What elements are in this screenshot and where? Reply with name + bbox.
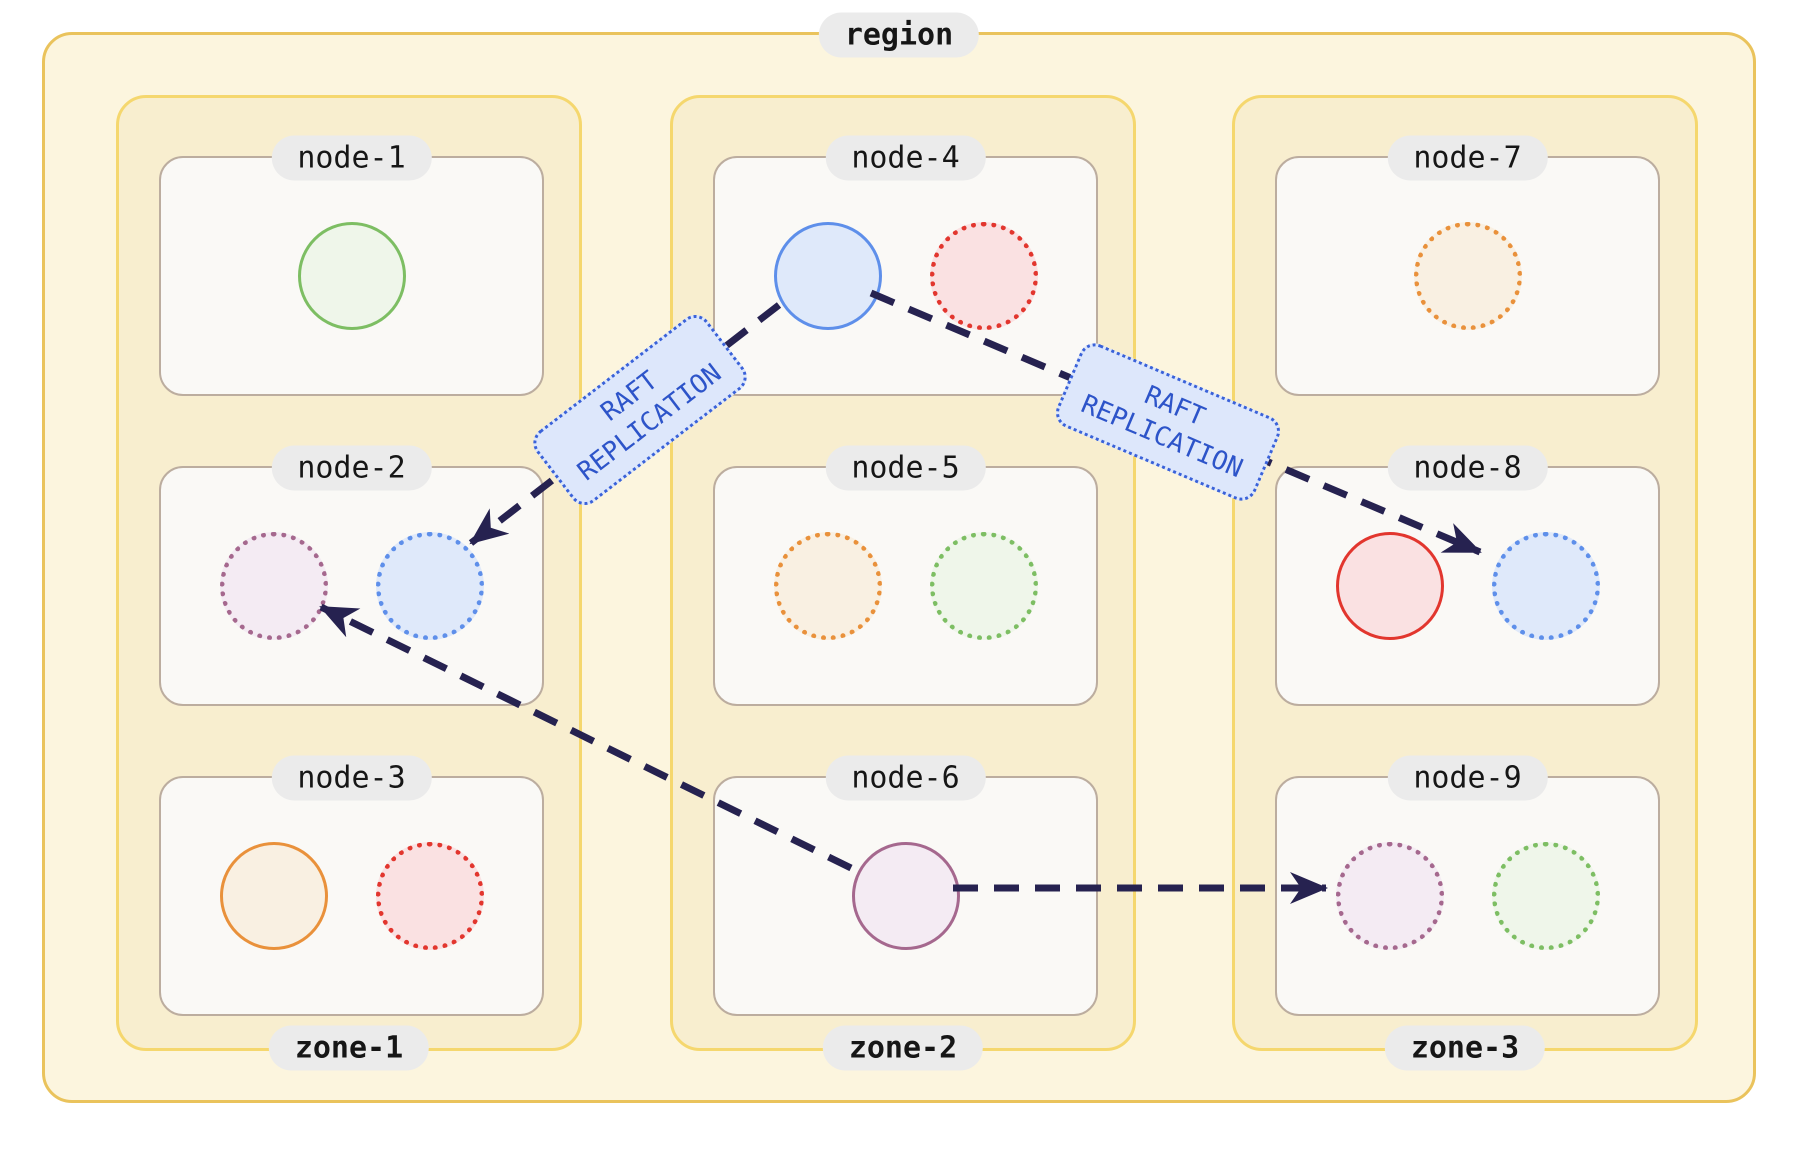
zone-label-1: zone-1 [268, 1025, 430, 1071]
node-box-1: node-1 [159, 135, 544, 396]
node-label-2: node-2 [271, 445, 432, 491]
node-label-8: node-8 [1387, 445, 1548, 491]
node-label-5: node-5 [825, 445, 986, 491]
green-dotted-replica-circle [929, 532, 1038, 640]
replica-group-node-9 [1277, 778, 1658, 1014]
node-label-6: node-6 [825, 755, 986, 801]
region-label: region [818, 12, 980, 58]
red-dotted-replica-circle [929, 222, 1038, 330]
node-box-9: node-9 [1275, 755, 1660, 1016]
purple-dotted-replica-circle [1335, 842, 1444, 950]
replica-group-node-2 [161, 468, 542, 704]
node-box-8: node-8 [1275, 445, 1660, 706]
zone-box-2: node-4 node-5 node-6 zone-2 [670, 95, 1136, 1071]
green-solid-replica-circle [297, 222, 406, 330]
node-label-3: node-3 [271, 755, 432, 801]
orange-solid-replica-circle [219, 842, 328, 950]
purple-dotted-replica-circle [219, 532, 328, 640]
node-box-7: node-7 [1275, 135, 1660, 396]
replica-group-node-4 [715, 158, 1096, 394]
node-label-4: node-4 [825, 135, 986, 181]
replica-group-node-1 [161, 158, 542, 394]
replica-group-node-5 [715, 468, 1096, 704]
blue-dotted-replica-circle [1491, 532, 1600, 640]
zone-label-3: zone-3 [1384, 1025, 1546, 1071]
node-box-2: node-2 [159, 445, 544, 706]
node-label-9: node-9 [1387, 755, 1548, 801]
orange-dotted-replica-circle [773, 532, 882, 640]
zone-label-2: zone-2 [822, 1025, 984, 1071]
purple-solid-replica-circle [851, 842, 960, 950]
replica-group-node-3 [161, 778, 542, 1014]
orange-dotted-replica-circle [1413, 222, 1522, 330]
replica-group-node-7 [1277, 158, 1658, 394]
blue-solid-replica-circle [773, 222, 882, 330]
blue-dotted-replica-circle [375, 532, 484, 640]
green-dotted-replica-circle [1491, 842, 1600, 950]
red-dotted-replica-circle [375, 842, 484, 950]
region-box: region node-1 node-2 node-3 zone-1 node-… [42, 12, 1756, 1103]
node-box-6: node-6 [713, 755, 1098, 1016]
replica-group-node-8 [1277, 468, 1658, 704]
zone-box-1: node-1 node-2 node-3 zone-1 [116, 95, 582, 1071]
node-label-1: node-1 [271, 135, 432, 181]
zone-box-3: node-7 node-8 node-9 zone-3 [1232, 95, 1698, 1071]
red-solid-replica-circle [1335, 532, 1444, 640]
node-box-4: node-4 [713, 135, 1098, 396]
replica-group-node-6 [715, 778, 1096, 1014]
node-box-3: node-3 [159, 755, 544, 1016]
node-label-7: node-7 [1387, 135, 1548, 181]
node-box-5: node-5 [713, 445, 1098, 706]
